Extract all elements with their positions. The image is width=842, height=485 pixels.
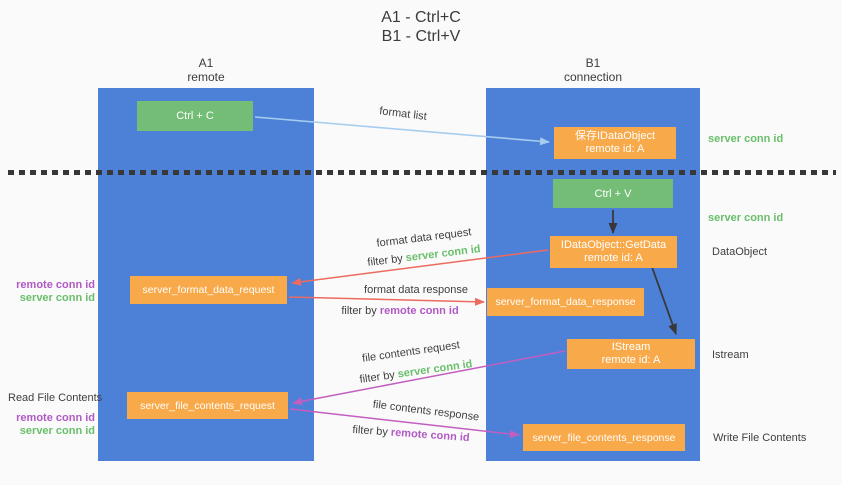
istream-side-label: Istream	[712, 349, 749, 361]
getdata-line2: remote id: A	[584, 252, 643, 264]
save-idataobject-box: 保存IDataObject remote id: A	[554, 127, 676, 159]
server-file-contents-request-label: server_file_contents_request	[140, 399, 275, 412]
arrow-format-data-response	[288, 296, 485, 306]
dotted-separator-line	[8, 170, 836, 175]
remote-conn-id-left: remote conn id	[16, 279, 95, 291]
file-contents-response-label: file contents response	[372, 398, 480, 424]
dataobject-label: DataObject	[712, 246, 768, 258]
server-format-data-request-box: server_format_data_request	[130, 276, 287, 304]
server-conn-id-left: server conn id	[19, 292, 95, 304]
server-format-data-response-label: server_format_data_response	[495, 296, 636, 308]
diagram-title: A1 - Ctrl+C B1 - Ctrl+V	[0, 8, 842, 46]
write-file-contents-label: Write File Contents	[713, 432, 807, 444]
server-file-contents-response-box: server_file_contents_response	[523, 424, 685, 451]
remote-conn-id-inline: remote conn id	[379, 305, 459, 317]
format-list-label: format list	[378, 105, 428, 123]
remote-conn-id-left: remote conn id	[16, 412, 95, 424]
remote-conn-id-inline: remote conn id	[390, 426, 470, 445]
ctrl-c-box: Ctrl + C	[137, 101, 253, 131]
server-conn-id-mid-label: server conn id	[708, 212, 784, 224]
format-data-response-label: format data response	[364, 284, 468, 296]
ctrl-v-box: Ctrl + V	[553, 179, 673, 208]
title-line-2: B1 - Ctrl+V	[381, 28, 461, 45]
server-conn-id-inline: server conn id	[396, 358, 474, 381]
save-idataobject-line1: 保存IDataObject	[574, 130, 656, 142]
column-a1-subtitle: remote	[187, 70, 225, 84]
istream-box: IStream remote id: A	[567, 339, 695, 369]
save-idataobject-line2: remote id: A	[585, 143, 645, 155]
conn-id-pair-file: remote conn id server conn id	[10, 412, 95, 438]
server-format-data-response-box: server_format_data_response	[487, 288, 644, 316]
server-file-contents-response-label: server_file_contents_response	[532, 431, 676, 444]
ctrl-v-label: Ctrl + V	[594, 187, 632, 200]
server-format-data-request-label: server_format_data_request	[142, 284, 275, 296]
server-conn-id-top-label: server conn id	[708, 133, 784, 145]
file-contents-response-filter-label: filter by remote conn id	[352, 423, 470, 445]
server-conn-id-inline: server conn id	[405, 243, 482, 265]
column-header-a1: A1 remote	[146, 56, 266, 84]
column-header-b1: B1 connection	[533, 56, 653, 84]
ctrl-c-label: Ctrl + C	[176, 110, 214, 122]
column-b1-subtitle: connection	[563, 70, 623, 84]
idataobject-getdata-box: IDataObject::GetData remote id: A	[550, 236, 677, 268]
istream-line1: IStream	[611, 341, 651, 353]
server-file-contents-request-box: server_file_contents_request	[127, 392, 288, 419]
getdata-line1: IDataObject::GetData	[560, 239, 667, 251]
column-b1-name: B1	[585, 56, 601, 70]
column-a1-name: A1	[198, 56, 214, 70]
conn-id-pair-format: remote conn id server conn id	[10, 279, 95, 305]
server-conn-id-left: server conn id	[19, 425, 95, 437]
istream-line2: remote id: A	[601, 354, 661, 366]
read-file-contents-label: Read File Contents	[8, 392, 103, 404]
format-data-response-filter-label: filter by remote conn id	[341, 305, 459, 317]
title-line-1: A1 - Ctrl+C	[381, 9, 461, 26]
